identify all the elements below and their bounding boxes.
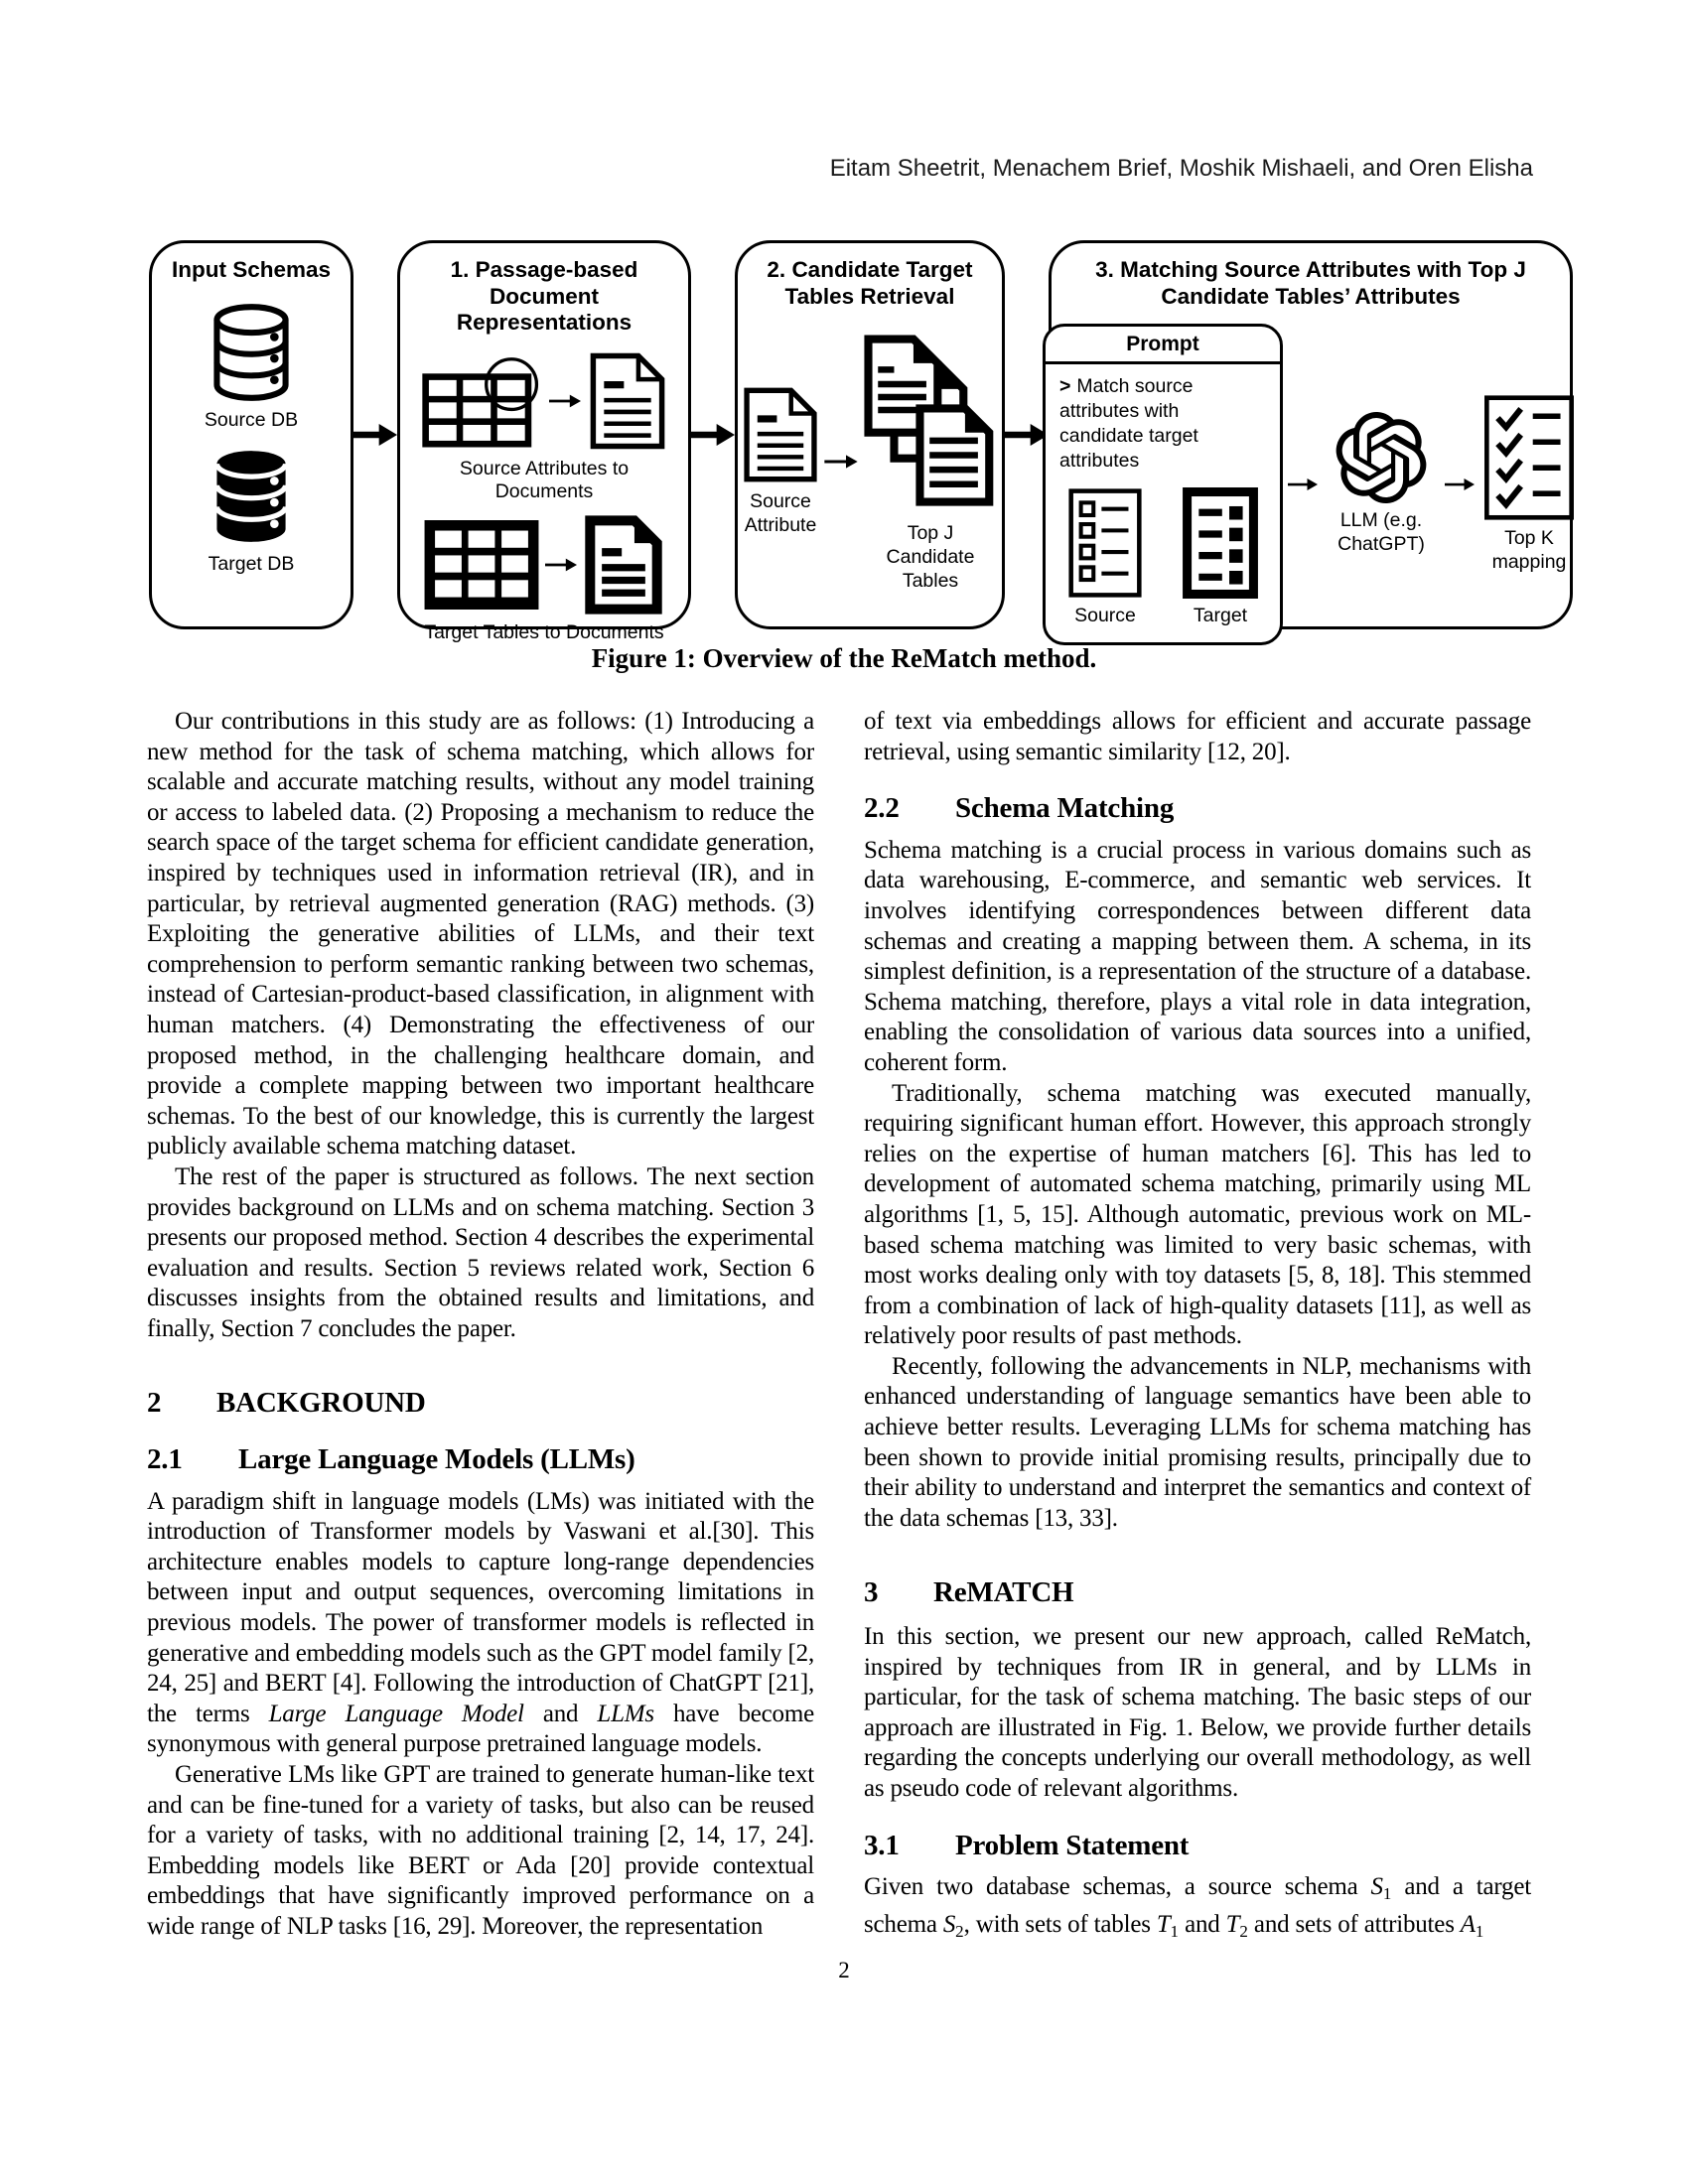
checkbox-list-outline-icon <box>1068 488 1142 598</box>
database-outline-icon <box>213 303 289 401</box>
paragraph: Recently, following the advancements in … <box>864 1352 1531 1532</box>
prompt-chevron-icon: > <box>1059 375 1071 398</box>
document-stack-icon <box>864 335 994 506</box>
left-column: Our contributions in this study are as f… <box>147 707 814 1943</box>
paragraph: The rest of the paper is structured as f… <box>147 1162 814 1342</box>
arrow-right-icon <box>1445 475 1475 494</box>
source-attributes-to-documents-label: Source Attributes to Documents <box>459 457 630 503</box>
database-filled-icon <box>213 451 289 543</box>
paragraph: Generative LMs like GPT are trained to g… <box>147 1761 814 1940</box>
paragraph: Schema matching is a crucial process in … <box>864 836 1531 1076</box>
table-filled-icon <box>424 520 539 611</box>
paragraph: Traditionally, schema matching was execu… <box>864 1079 1531 1350</box>
checkbox-list-filled-icon <box>1183 486 1258 599</box>
figure-box-title: 1. Passage-based Document Representation… <box>450 257 638 336</box>
paragraph: A paradigm shift in language models (LMs… <box>147 1487 814 1758</box>
figure-box-step3: 3. Matching Source Attributes with Top J… <box>1043 240 1574 645</box>
paragraph: In this section, we present our new appr… <box>864 1623 1531 1802</box>
target-db-group: Target DB <box>208 446 295 577</box>
figure-box-title: 2. Candidate Target Tables Retrieval <box>767 257 973 309</box>
prompt-text: >Match source attributes with candidate … <box>1059 375 1198 472</box>
paragraph: of text via embeddings allows for effici… <box>864 708 1531 765</box>
prompt-box: Prompt >Match source attributes with can… <box>1043 324 1283 645</box>
figure-box-step1: 1. Passage-based Document Representation… <box>397 240 691 643</box>
source-attributes-row <box>420 350 668 452</box>
llm-group: LLM (e.g. ChatGPT) <box>1323 412 1440 557</box>
arrow-right-icon <box>353 420 397 450</box>
arrow-right-icon <box>549 391 581 411</box>
target-attributes-list-group: Target <box>1183 486 1258 628</box>
arrow-right-icon <box>1288 475 1318 494</box>
target-tables-to-documents-label: Target Tables to Documents <box>424 621 664 644</box>
top-j-candidate-tables-label: Top J Candidate Tables <box>886 522 975 592</box>
top-k-mapping-label: Top K mapping <box>1491 527 1567 573</box>
figure-caption: Figure 1: Overview of the ReMatch method… <box>591 643 1097 673</box>
page-number: 2 <box>838 1958 850 1982</box>
arrow-right-icon <box>545 555 577 575</box>
source-db-label: Source DB <box>204 408 299 431</box>
document-filled-icon <box>585 515 662 614</box>
arrow-right-icon <box>1005 420 1049 450</box>
figure-box-input-schemas: Input Schemas Source DB <box>149 240 353 629</box>
top-j-candidate-tables-group: Top J Candidate Tables <box>862 330 999 593</box>
target-tables-row <box>424 514 664 615</box>
source-list-label: Source <box>1074 604 1136 626</box>
source-attributes-list-group: Source <box>1067 487 1143 628</box>
figure-box-title: 3. Matching Source Attributes with Top J… <box>1095 257 1526 309</box>
checklist-icon <box>1484 395 1574 520</box>
document-outline-icon <box>590 352 665 449</box>
arrow-right-icon <box>824 452 858 472</box>
top-k-mapping-group: Top K mapping <box>1479 394 1579 575</box>
source-attribute-group: Source Attribute <box>741 385 820 538</box>
target-db-label: Target DB <box>208 553 295 576</box>
figure-box-title: Input Schemas <box>171 257 332 282</box>
figure-box-step2: 2. Candidate Target Tables Retrieval Sou… <box>735 240 1005 629</box>
source-db-group: Source DB <box>205 302 298 433</box>
paragraph: Our contributions in this study are as f… <box>147 708 814 1160</box>
table-magnifier-icon <box>422 356 539 448</box>
prompt-title: Prompt <box>1046 327 1280 365</box>
document-outline-icon <box>744 387 817 482</box>
source-attribute-label: Source Attribute <box>744 489 817 536</box>
target-list-label: Target <box>1193 604 1248 626</box>
openai-logo-icon <box>1336 412 1427 504</box>
arrow-right-icon <box>691 420 735 450</box>
figure-overview: Input Schemas Source DB <box>149 240 1574 645</box>
right-column: of text via embeddings allows for effici… <box>864 707 1531 1947</box>
llm-label: LLM (e.g. ChatGPT) <box>1337 509 1425 555</box>
paragraph: Given two database schemas, a source sch… <box>864 1873 1531 1941</box>
running-header-authors: Eitam Sheetrit, Menachem Brief, Moshik M… <box>829 155 1533 182</box>
